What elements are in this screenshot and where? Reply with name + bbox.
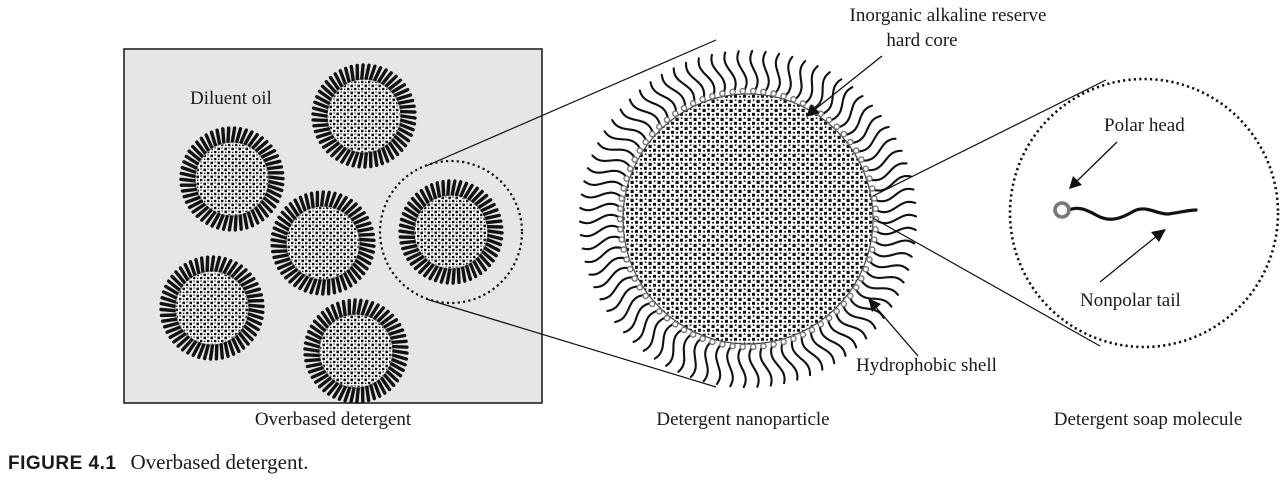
figure-number: FIGURE 4.1 bbox=[8, 453, 117, 474]
detergent-nanoparticle bbox=[578, 49, 918, 389]
panel-title-right: Detergent soap molecule bbox=[1053, 409, 1243, 430]
hard-core-label-line2: hard core bbox=[886, 30, 958, 51]
polar-heads-ring bbox=[616, 87, 880, 351]
hydrophobic-shell-arrow bbox=[868, 298, 919, 357]
panel-title-left: Overbased detergent bbox=[254, 409, 412, 430]
zoom-line-top bbox=[425, 39, 717, 167]
zoom-line-bottom bbox=[425, 298, 717, 388]
figure-caption: FIGURE 4.1 Overbased detergent. bbox=[8, 450, 309, 475]
micelle bbox=[179, 126, 285, 232]
zoom-circle-right bbox=[1008, 77, 1280, 349]
hard-core-label-line1: Inorganic alkaline reserve bbox=[849, 5, 1047, 26]
figure-caption-text: Overbased detergent. bbox=[130, 450, 309, 474]
nonpolar-tail-label: Nonpolar tail bbox=[1080, 290, 1181, 311]
hard-core-arrow bbox=[806, 55, 883, 117]
zoom-line-right-bottom bbox=[872, 217, 1101, 347]
panel-title-middle: Detergent nanoparticle bbox=[656, 409, 830, 430]
polar-head-arrow bbox=[1069, 141, 1118, 189]
hydrophobic-shell bbox=[578, 49, 918, 389]
micelle bbox=[303, 298, 409, 404]
zoom-circle-left bbox=[378, 159, 524, 305]
nonpolar-tail-line bbox=[1067, 206, 1198, 221]
zoom-line-right-top bbox=[872, 79, 1107, 197]
micelle-group bbox=[159, 63, 504, 404]
micelle bbox=[270, 190, 376, 296]
diluent-oil-label: Diluent oil bbox=[190, 88, 272, 109]
micelle bbox=[159, 255, 265, 361]
micelle bbox=[311, 63, 417, 169]
polar-head-circle bbox=[1053, 201, 1071, 219]
micelle bbox=[398, 179, 504, 285]
polar-head-label: Polar head bbox=[1104, 115, 1185, 136]
hydrophobic-shell-label: Hydrophobic shell bbox=[856, 355, 997, 376]
nonpolar-tail-arrow bbox=[1099, 229, 1166, 283]
